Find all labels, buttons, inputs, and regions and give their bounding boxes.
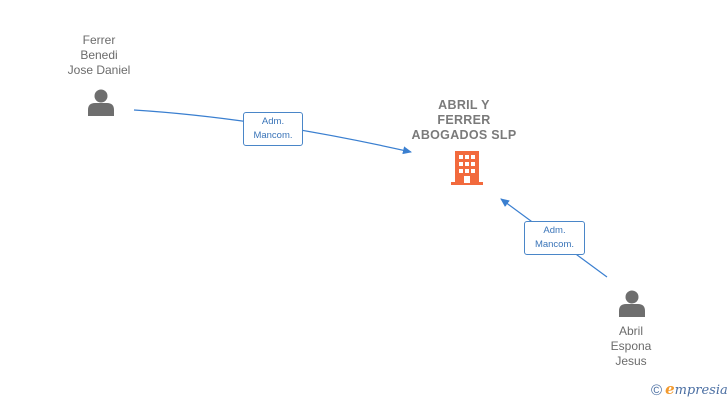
brand-logo-initial: e [665, 380, 675, 398]
person-name[interactable]: Ferrer Benedi Jose Daniel [44, 33, 154, 78]
edge-label-line: Adm. [543, 225, 566, 236]
person-name[interactable]: Abril Espona Jesus [576, 324, 686, 369]
person-name-line: Benedi [80, 48, 118, 62]
edge-label-line: Mancom. [253, 130, 293, 141]
person-icon[interactable] [619, 290, 645, 318]
person-name-line: Abril [618, 324, 643, 338]
company-name-line: ABOGADOS SLP [411, 128, 517, 142]
person-name-line: Jesus [615, 354, 647, 368]
person-name-line: Espona [610, 339, 652, 353]
edge-label-line: Adm. [261, 116, 285, 127]
copyright-icon: © [651, 382, 663, 399]
company-name-line: FERRER [437, 113, 491, 127]
company-name-line: ABRIL Y [438, 98, 490, 112]
company-name[interactable]: ABRIL Y FERRER ABOGADOS SLP [399, 98, 529, 143]
brand-logo: ©empresia [651, 379, 728, 399]
person-icon[interactable] [88, 89, 114, 117]
building-icon[interactable] [451, 151, 483, 185]
edge-label-line: Mancom. [534, 239, 575, 250]
edge-label[interactable]: Adm. Mancom. [524, 221, 585, 255]
brand-logo-text: mpresia [674, 383, 728, 398]
person-name-line: Jose Daniel [67, 63, 131, 77]
edge-label[interactable]: Adm. Mancom. [243, 112, 303, 146]
person-name-line: Ferrer [82, 33, 116, 47]
